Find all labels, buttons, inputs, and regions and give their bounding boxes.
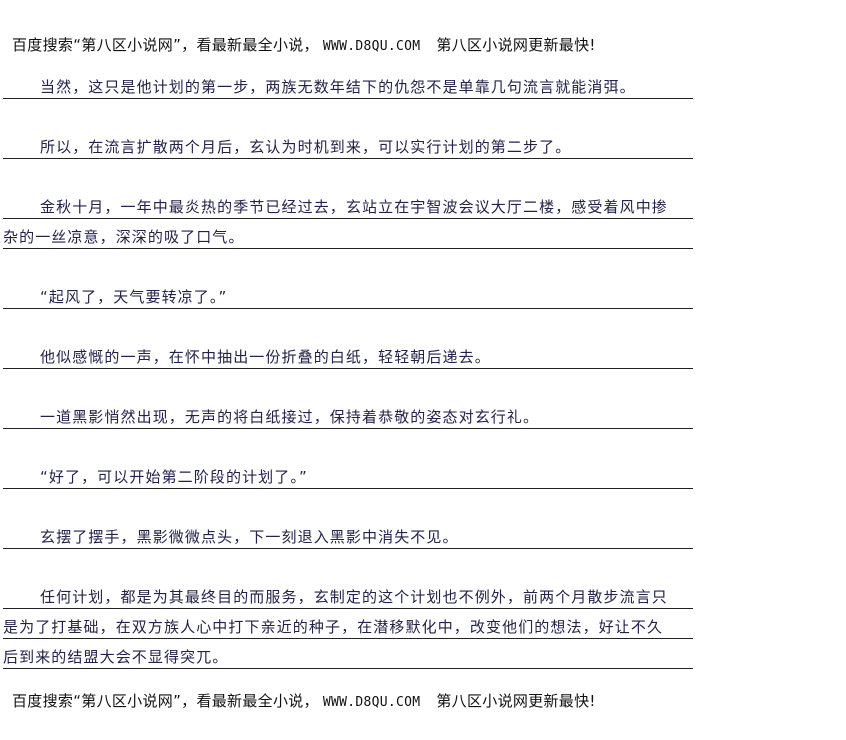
banner-suffix: 第八区小说网更新最快! [436, 36, 596, 54]
header-banner: 百度搜索“第八区小说网”，看最新最全小说，WWW.D8QU.COM 第八区小说网更… [12, 34, 596, 55]
text-line: 杂的一丝凉意，深深的吸了口气。 [3, 226, 693, 249]
text-line: 他似感慨的一声，在怀中抽出一份折叠的白纸，轻轻朝后递去。 [3, 346, 693, 369]
text-line: 当然，这只是他计划的第一步，两族无数年结下的仇怨不是单靠几句流言就能消弭。 [3, 76, 693, 99]
text-line: 任何计划，都是为其最终目的而服务，玄制定的这个计划也不例外，前两个月散步流言只 [3, 586, 693, 609]
text-line: 所以，在流言扩散两个月后，玄认为时机到来，可以实行计划的第二步了。 [3, 136, 693, 159]
banner-suffix: 第八区小说网更新最快! [436, 692, 596, 710]
banner-prefix: 百度搜索“第八区小说网”，看最新最全小说， [12, 692, 319, 710]
text-line: 是为了打基础，在双方族人心中打下亲近的种子，在潜移默化中，改变他们的想法，好让不… [3, 616, 693, 639]
text-line: 金秋十月，一年中最炎热的季节已经过去，玄站立在宇智波会议大厅二楼，感受着风中掺 [3, 196, 693, 219]
banner-url[interactable]: WWW.D8QU.COM [322, 39, 421, 54]
text-line: “起风了，天气要转凉了。” [3, 286, 693, 309]
text-line: “好了，可以开始第二阶段的计划了。” [3, 466, 693, 489]
banner-url[interactable]: WWW.D8QU.COM [322, 695, 421, 710]
text-line: 后到来的结盟大会不显得突兀。 [3, 646, 693, 669]
banner-prefix: 百度搜索“第八区小说网”，看最新最全小说， [12, 36, 319, 54]
text-line: 玄摆了摆手，黑影微微点头，下一刻退入黑影中消失不见。 [3, 526, 693, 549]
text-line: 一道黑影悄然出现，无声的将白纸接过，保持着恭敬的姿态对玄行礼。 [3, 406, 693, 429]
footer-banner: 百度搜索“第八区小说网”，看最新最全小说，WWW.D8QU.COM 第八区小说网更… [12, 690, 596, 711]
